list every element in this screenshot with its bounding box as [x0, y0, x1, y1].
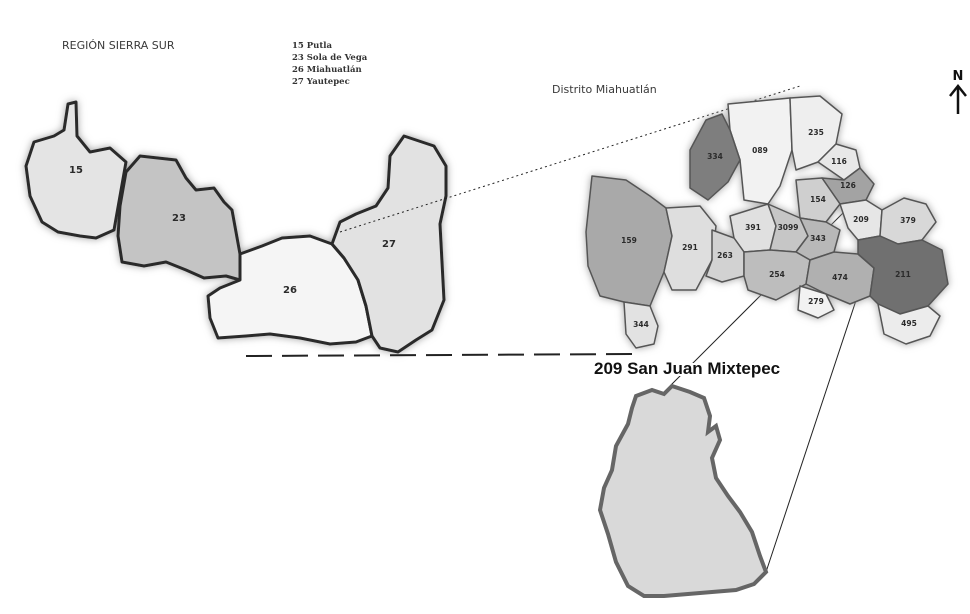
region-district-label: 23	[172, 213, 186, 224]
region-title: REGIÓN SIERRA SUR	[62, 39, 175, 52]
municipality-label: 391	[745, 223, 761, 232]
region-district-label: 15	[69, 165, 83, 176]
legend-item: 15 Putla	[292, 41, 333, 51]
north-arrow-icon	[949, 83, 967, 114]
detail-shape-209[interactable]	[597, 383, 769, 598]
connector-dashed	[245, 353, 641, 357]
municipality-159[interactable]	[585, 175, 673, 307]
region-district-26[interactable]	[206, 234, 374, 346]
municipality-label: 343	[810, 234, 826, 243]
municipality-label: 379	[900, 216, 916, 225]
municipality-labels: 089 235 334 116 126 154 159 391 3099 343 291 263 254…	[621, 128, 917, 329]
region-district-23[interactable]	[116, 154, 242, 282]
municipality-label: 254	[769, 270, 785, 279]
legend: 15 Putla 23 Sola de Vega 26 Miahuatlán 2…	[292, 41, 368, 87]
municipality-label: 126	[840, 181, 856, 190]
district-map	[585, 95, 949, 349]
municipality-label: 159	[621, 236, 637, 245]
district-title: Distrito Miahuatlán	[552, 83, 657, 96]
municipality-label: 495	[901, 319, 917, 328]
region-labels: 15 23 26 27	[69, 165, 396, 296]
north-label: N	[953, 69, 964, 84]
region-district-15[interactable]	[24, 100, 128, 240]
municipality-label: 263	[717, 251, 733, 260]
municipality-label: 334	[707, 152, 723, 161]
region-map	[24, 100, 448, 354]
selected-municipality-title: 209 San Juan Mixtepec	[594, 359, 780, 378]
connector-dotted	[339, 85, 801, 233]
municipality-279[interactable]	[797, 285, 835, 319]
municipality-291[interactable]	[663, 205, 717, 291]
municipality-label: 209	[853, 215, 869, 224]
municipality-344[interactable]	[623, 301, 659, 349]
municipality-label: 154	[810, 195, 826, 204]
municipality-154[interactable]	[795, 177, 841, 223]
municipality-334[interactable]	[689, 113, 741, 201]
municipality-label: 291	[682, 243, 698, 252]
municipality-263[interactable]	[705, 229, 745, 283]
municipality-label: 235	[808, 128, 824, 137]
municipality-label: 116	[831, 157, 847, 166]
region-district-27[interactable]	[330, 134, 448, 354]
municipality-label: 089	[752, 146, 768, 155]
municipality-label: 3099	[778, 223, 799, 232]
region-district-label: 27	[382, 239, 396, 250]
municipality-495[interactable]	[877, 303, 941, 345]
legend-item: 26 Miahuatlán	[292, 64, 362, 75]
municipality-label: 211	[895, 270, 911, 279]
north-arrow: N	[949, 69, 967, 114]
municipality-label: 344	[633, 320, 649, 329]
municipality-label: 474	[832, 273, 848, 282]
legend-item: 27 Yautepec	[292, 77, 350, 87]
municipality-label: 279	[808, 297, 824, 306]
region-district-label: 26	[283, 285, 297, 296]
legend-item: 23 Sola de Vega	[292, 53, 368, 63]
municipality-116[interactable]	[817, 143, 861, 181]
